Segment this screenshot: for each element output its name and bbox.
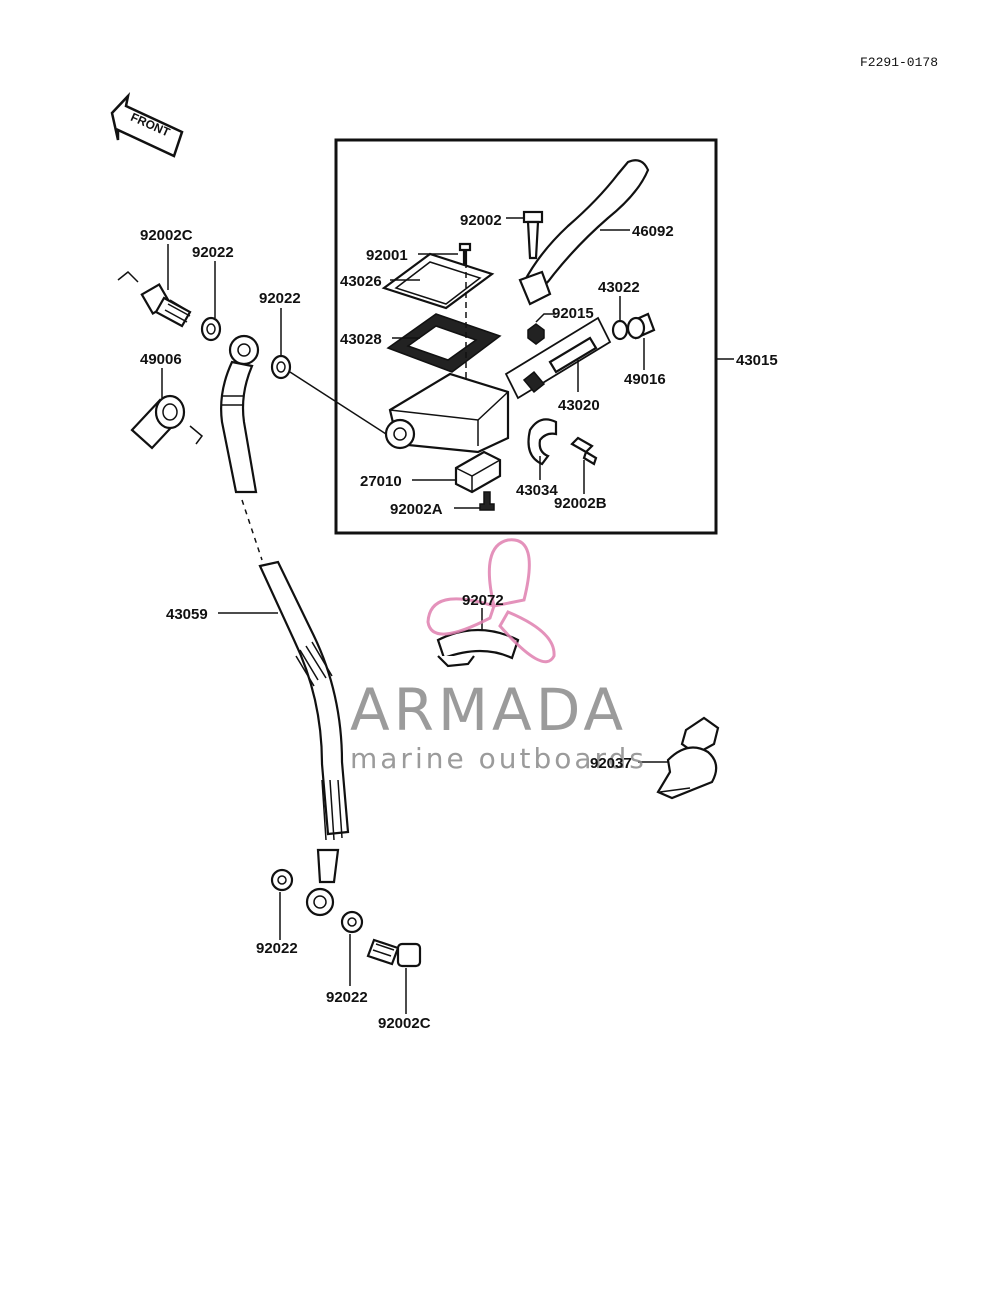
hose-clamp-icon (436, 628, 520, 668)
switch-screw-icon (479, 491, 495, 511)
propeller-logo-icon (426, 538, 556, 664)
assembly-box (334, 138, 718, 535)
brake-lever-icon (518, 159, 650, 306)
nut-icon (527, 323, 545, 345)
pivot-bolt-icon (522, 210, 544, 260)
clamp-icon (527, 418, 558, 466)
dust-boot-icon (611, 319, 629, 341)
label-92022-d: 92022 (326, 989, 368, 1006)
watermark-tagline: marine outboards (350, 742, 647, 775)
banjo-bolt-bottom-icon (366, 938, 422, 968)
cap-49006-icon (130, 394, 186, 450)
label-49006: 49006 (140, 351, 182, 368)
label-92072: 92072 (462, 592, 504, 609)
label-92022-b: 92022 (259, 290, 301, 307)
label-92002A: 92002A (390, 501, 443, 518)
label-46092: 46092 (632, 223, 674, 240)
master-cylinder-body-icon (384, 372, 510, 454)
label-92001: 92001 (366, 247, 408, 264)
diagram-code: F2291-0178 (860, 55, 938, 70)
reservoir-cover-icon (381, 252, 495, 310)
label-27010: 27010 (360, 473, 402, 490)
label-92002B: 92002B (554, 495, 607, 512)
label-92002C-top: 92002C (140, 227, 193, 244)
brake-hose-upper-icon (220, 334, 260, 494)
banjo-bolt-top-icon (140, 282, 192, 328)
label-92002C-bottom: 92002C (378, 1015, 431, 1032)
label-92037: 92037 (590, 755, 632, 772)
brake-hose-lower-icon (258, 560, 350, 917)
label-43026: 43026 (340, 273, 382, 290)
label-49016: 49016 (624, 371, 666, 388)
watermark-brand: ARMADA (350, 676, 627, 744)
label-43015: 43015 (736, 352, 778, 369)
label-43022: 43022 (598, 279, 640, 296)
front-arrow-icon: FRONT (110, 91, 184, 158)
brake-switch-icon (454, 450, 502, 494)
piston-kit-icon (504, 316, 612, 400)
label-43020: 43020 (558, 397, 600, 414)
label-92015: 92015 (552, 305, 594, 322)
label-43028: 43028 (340, 331, 382, 348)
label-92022-a: 92022 (192, 244, 234, 261)
label-92002: 92002 (460, 212, 502, 229)
diaphragm-icon (386, 313, 502, 373)
cover-screw-icon (458, 242, 472, 266)
label-43059: 43059 (166, 606, 208, 623)
cap-49016-icon (626, 312, 656, 340)
label-43034: 43034 (516, 482, 558, 499)
clamp-bolt-icon (570, 436, 598, 466)
label-92022-c: 92022 (256, 940, 298, 957)
armada-watermark: ARMADA marine outboards (350, 538, 647, 775)
hose-holder-icon (656, 716, 720, 800)
